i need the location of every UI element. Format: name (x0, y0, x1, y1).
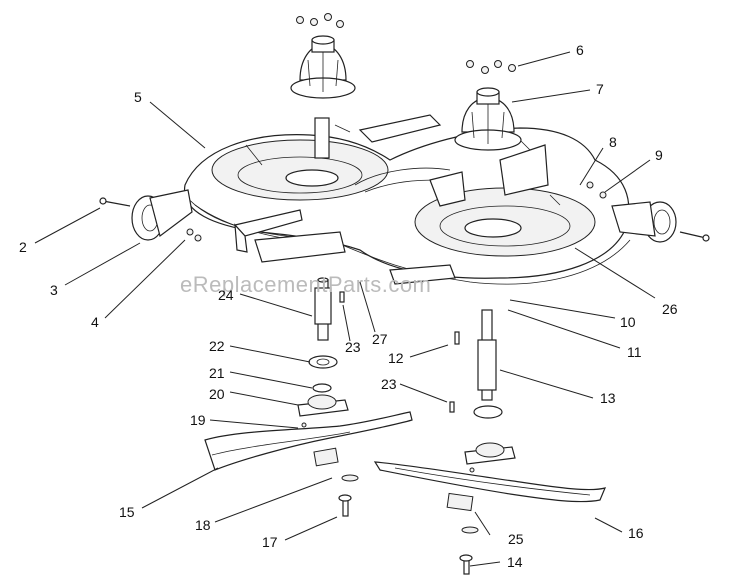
pin-right (469, 467, 475, 473)
callout-23-right: 23 (381, 376, 397, 392)
nuts-right (466, 60, 516, 74)
callout-12: 12 (388, 350, 404, 366)
callout-10: 10 (620, 314, 636, 330)
callout-25: 25 (508, 531, 524, 547)
spindle-left (290, 35, 356, 159)
callout-2: 2 (19, 239, 27, 255)
callout-17: 17 (262, 534, 278, 550)
blade-bolt-left (338, 494, 352, 517)
callout-8: 8 (609, 134, 617, 150)
nut-left (194, 234, 202, 242)
mower-deck (131, 114, 677, 285)
callout-labels: 2 3 4 5 6 7 8 9 10 11 12 13 14 15 16 17 … (19, 42, 678, 570)
callout-3: 3 (50, 282, 58, 298)
callout-16: 16 (628, 525, 644, 541)
housing-right (464, 442, 516, 465)
blade-bolt-right (459, 554, 473, 575)
pin-left (301, 422, 307, 428)
bearing-left (308, 355, 338, 369)
key-right-2 (449, 401, 455, 413)
callout-13: 13 (600, 390, 616, 406)
callout-4: 4 (91, 314, 99, 330)
housing-left (297, 394, 349, 417)
spindle-right (454, 87, 522, 151)
callout-15: 15 (119, 504, 135, 520)
washer-left (186, 228, 194, 236)
key-right (454, 331, 460, 345)
washer-blade-left (341, 474, 359, 482)
callout-19: 19 (190, 412, 206, 428)
callout-11: 11 (627, 344, 642, 360)
adapter-left (313, 447, 339, 467)
adapter-right (446, 492, 474, 512)
nuts-left (296, 13, 344, 28)
nut-right (599, 191, 607, 199)
callout-20: 20 (209, 386, 225, 402)
leader-lines (34, 51, 656, 567)
callout-26: 26 (662, 301, 678, 317)
key-left (339, 291, 345, 303)
callout-7: 7 (596, 81, 604, 97)
callout-24: 24 (218, 287, 234, 303)
callout-18: 18 (195, 517, 211, 533)
callout-6: 6 (576, 42, 584, 58)
seal-left (312, 383, 332, 393)
bearing-right (473, 405, 503, 419)
shaft-left (314, 277, 332, 341)
shaft-right (477, 309, 497, 401)
callout-9: 9 (655, 147, 663, 163)
callout-22: 22 (209, 338, 225, 354)
bolt-left (99, 197, 131, 207)
callout-21: 21 (209, 365, 225, 381)
bolt-right (679, 231, 710, 242)
washer-right (586, 181, 594, 189)
watermark-text: eReplacementParts.com (180, 272, 431, 297)
washer-blade-right (461, 526, 479, 534)
callout-5: 5 (134, 89, 142, 105)
callout-23-left: 23 (345, 339, 361, 355)
callout-27: 27 (372, 331, 388, 347)
blade-right (373, 461, 607, 503)
callout-14: 14 (507, 554, 523, 570)
blade-left (204, 411, 413, 471)
